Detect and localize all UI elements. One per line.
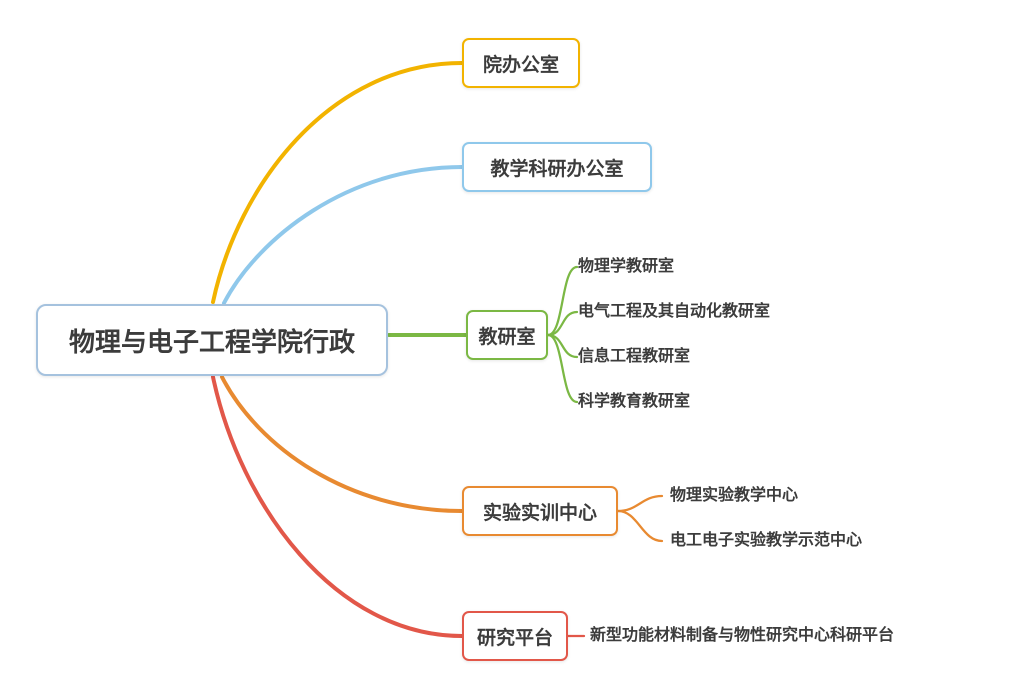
leaf-physics-experiment-center: 物理实验教学中心 (670, 487, 799, 504)
node-teaching-sections: 教研室 (466, 310, 548, 360)
connector-dean-office (211, 61, 464, 304)
connector-teaching-research-office (222, 165, 464, 305)
connector-research-platform (211, 375, 464, 638)
connector-science-education-section (546, 333, 579, 404)
connector-electrical-electronics-demo-center (616, 509, 664, 543)
node-research-platform: 研究平台 (462, 611, 568, 661)
leaf-functional-materials-platform: 新型功能材料制备与物性研究中心科研平台 (590, 627, 895, 644)
connector-experiment-training-center (220, 375, 464, 513)
connector-physics-experiment-center (616, 494, 664, 513)
node-experiment-training-center: 实验实训中心 (462, 486, 618, 536)
leaf-physics-section: 物理学教研室 (578, 258, 675, 275)
leaf-science-education-section: 科学教育教研室 (578, 393, 691, 410)
root-node-college-admin: 物理与电子工程学院行政 (36, 304, 388, 376)
leaf-electrical-automation-section: 电气工程及其自动化教研室 (578, 303, 771, 320)
leaf-electrical-electronics-demo-center: 电工电子实验教学示范中心 (670, 532, 863, 549)
node-dean-office: 院办公室 (462, 38, 580, 88)
node-teaching-research-office: 教学科研办公室 (462, 142, 652, 192)
leaf-information-engineering-section: 信息工程教研室 (578, 348, 691, 365)
connector-physics-section (546, 265, 579, 337)
